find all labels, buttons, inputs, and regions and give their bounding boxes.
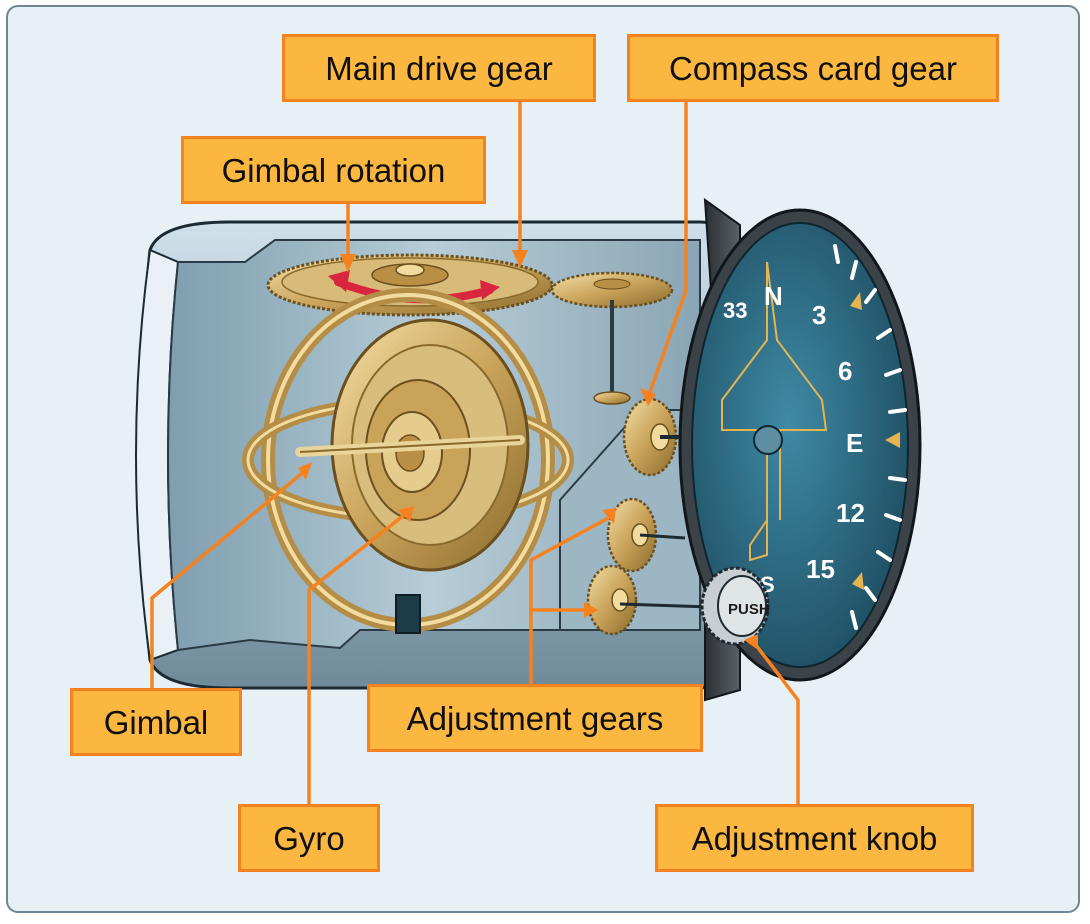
label-compass-card-gear: Compass card gear [627, 34, 999, 102]
dial-label-3: 3 [812, 300, 826, 330]
leader-lines [150, 102, 800, 804]
dial-label-n: N [764, 281, 783, 311]
compass-dial: N 3 6 E 12 15 S 33 [691, 222, 909, 668]
label-main-drive-gear: Main drive gear [282, 34, 596, 102]
leader-adjustment-gear-upper [529, 514, 613, 684]
leader-adjustment-knob [750, 638, 800, 804]
adjustment-knob: PUSH [700, 566, 770, 646]
leader-gimbal [150, 468, 308, 688]
label-gyro: Gyro [238, 804, 380, 872]
gyro-rotor [295, 318, 530, 572]
gimbal-pivot-post [395, 594, 421, 634]
label-gimbal: Gimbal [70, 688, 242, 756]
label-gimbal-rotation: Gimbal rotation [181, 136, 486, 204]
dial-label-e: E [846, 428, 863, 458]
compass-drive-gear [550, 271, 674, 405]
knob-push-label: PUSH [728, 601, 770, 618]
dial-label-12: 12 [836, 498, 865, 528]
adjustment-gears [586, 497, 711, 636]
dial-label-15: 15 [806, 554, 835, 584]
dial-label-33: 33 [723, 298, 747, 323]
label-adjustment-knob: Adjustment knob [655, 804, 974, 872]
dial-label-6: 6 [838, 356, 852, 386]
leader-compass-card-gear [648, 102, 688, 393]
main-drive-gear [266, 253, 554, 317]
leader-gyro [307, 510, 410, 804]
leader-arrowheads [298, 250, 758, 650]
label-adjustment-gears: Adjustment gears [367, 684, 703, 752]
